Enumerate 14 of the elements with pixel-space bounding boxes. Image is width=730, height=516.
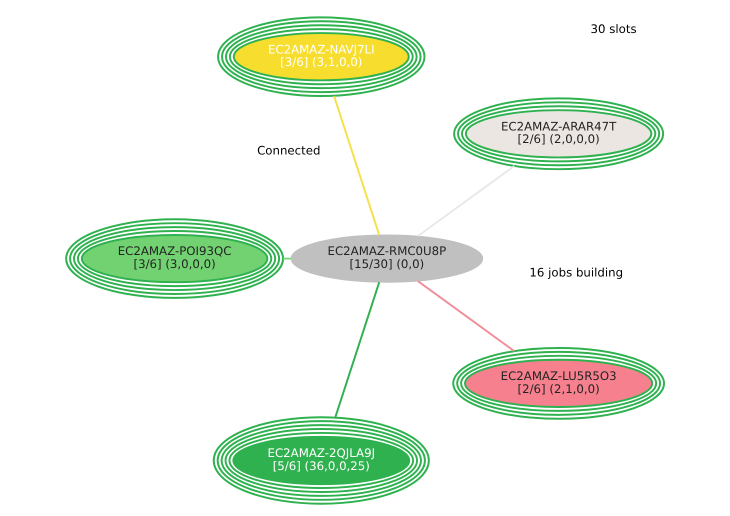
connector (333, 96, 380, 236)
connector (334, 282, 380, 418)
label: 30 slots (590, 22, 637, 36)
label: Connected (257, 144, 320, 158)
node-ellipse: EC2AMAZ-LU5R5O3 [2/6] (2,1,0,0) (452, 346, 666, 420)
connector (417, 280, 515, 352)
node-ellipse: EC2AMAZ-POI93QC [3/6] (3,0,0,0) (65, 218, 284, 299)
connector (417, 165, 515, 237)
node-ellipse: EC2AMAZ-ARAR47T [2/6] (2,0,0,0) (453, 97, 664, 170)
label: 16 jobs building (529, 265, 624, 280)
node-ellipse: EC2AMAZ-RMC0U8P [15/30] (0,0) (290, 234, 484, 283)
node-ellipse: EC2AMAZ-NAVJ7LI [3/6] (3,1,0,0) (217, 16, 426, 97)
connector (283, 258, 291, 260)
node-ellipse: EC2AMAZ-2QJLA9J [5/6] (36,0,0,25) (212, 416, 430, 505)
